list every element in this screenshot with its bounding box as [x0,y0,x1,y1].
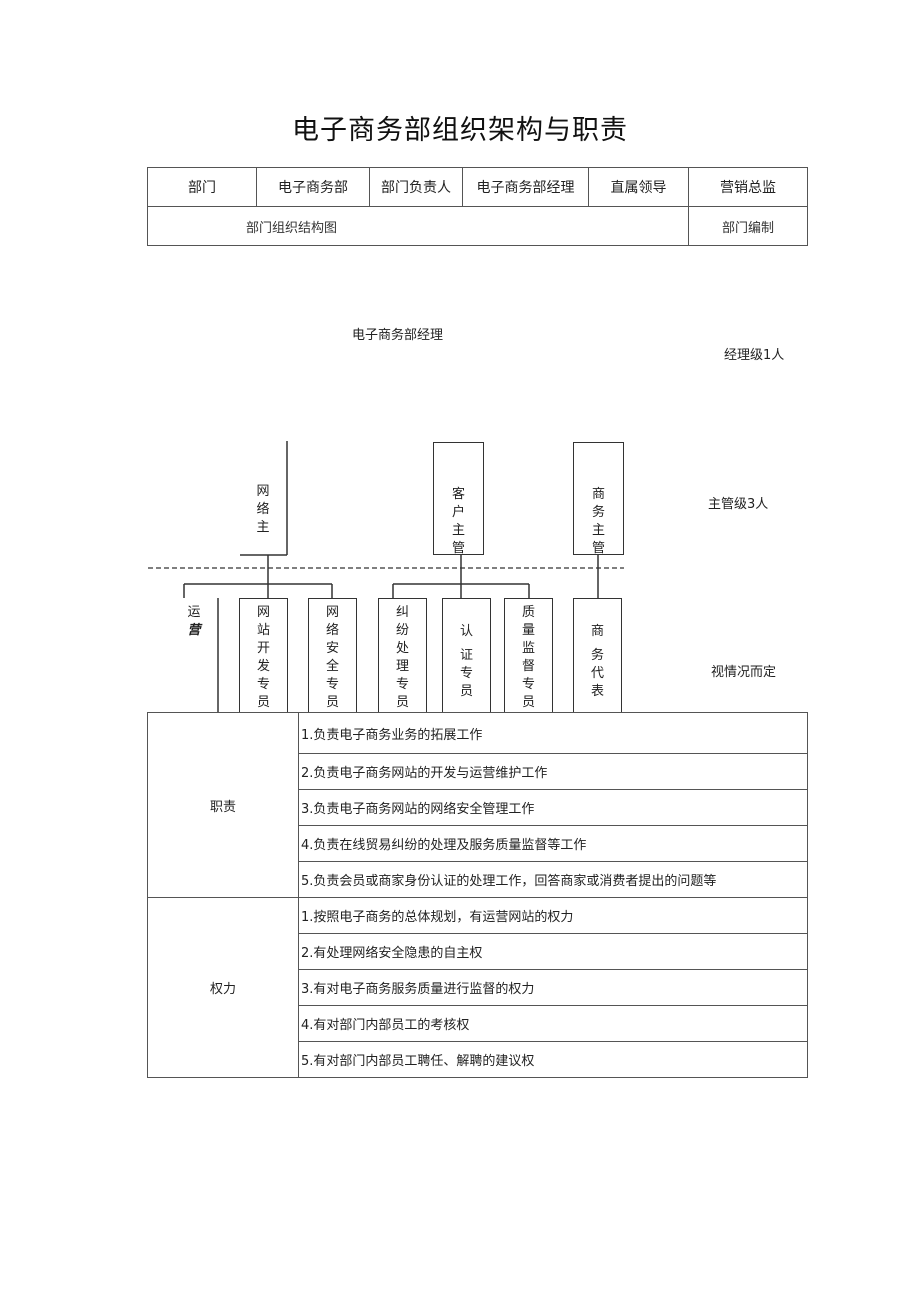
power-item: 2.有处理网络安全隐患的自主权 [298,933,808,970]
power-item: 1.按照电子商务的总体规划，有运营网站的权力 [298,897,808,934]
box-char: 商 [590,624,604,639]
box-char: 安 [325,641,339,656]
box-char: 代 [590,666,604,681]
manager-level: 经理级1人 [724,348,785,363]
staff-box-dispute: 纠 纷 处 理 专 员 [378,598,427,712]
duties-label: 职责 [147,712,299,898]
head-label: 部门负责人 [369,167,463,207]
org-chart-label: 部门组织结构图 [147,206,689,246]
box-char: 主 [591,523,605,538]
box-char: 管 [591,541,605,556]
staff-box-operations: 运 营 [178,598,210,712]
box-char: 纷 [395,623,409,638]
staff-box-web-dev: 网 站 开 发 专 员 [239,598,288,712]
supervisor-box-business: 商 务 主 管 [573,442,624,556]
box-char: 督 [521,659,535,674]
box-char: 专 [395,677,409,692]
box-char: 专 [459,666,473,681]
box-char: 客 [451,487,465,502]
box-char: 络 [325,623,339,638]
supervisor-box-network: 网 络 主 [247,483,279,543]
dept-value: 电子商务部 [256,167,370,207]
manager-label: 电子商务部经理 [352,328,444,343]
box-char: 认 [459,624,473,639]
duty-item: 1.负责电子商务业务的拓展工作 [298,712,808,754]
box-char: 主 [256,520,270,535]
dept-label: 部门 [147,167,257,207]
box-char: 户 [451,505,465,520]
powers-label: 权力 [147,897,299,1078]
box-char: 员 [325,695,339,710]
box-char: 量 [521,623,535,638]
box-char: 务 [590,648,604,663]
box-char: 站 [256,623,270,638]
box-char: 开 [256,641,270,656]
box-char: 网 [256,605,270,620]
box-char: 理 [395,659,409,674]
box-char: 网 [256,484,270,499]
box-char: 员 [256,695,270,710]
box-char: 纠 [395,605,409,620]
box-char: 络 [256,502,270,517]
box-char: 管 [451,541,465,556]
box-char: 运 [187,605,201,620]
duty-item: 4.负责在线贸易纠纷的处理及服务质量监督等工作 [298,825,808,862]
box-char: 专 [256,677,270,692]
box-char: 专 [325,677,339,692]
box-char: 专 [521,677,535,692]
box-char: 监 [521,641,535,656]
box-char: 证 [459,648,473,663]
box-char: 表 [590,684,604,699]
power-item: 3.有对电子商务服务质量进行监督的权力 [298,969,808,1006]
page-title: 电子商务部组织架构与职责 [292,115,628,146]
staff-box-network-security: 网 络 安 全 专 员 [308,598,357,712]
department-info-table: 部门 电子商务部 部门负责人 电子商务部经理 直属领导 营销总监 部门组织结构图… [147,167,808,246]
staff-box-quality: 质 量 监 督 专 员 [504,598,553,712]
duty-item: 2.负责电子商务网站的开发与运营维护工作 [298,753,808,790]
box-char: 质 [521,605,535,620]
staff-box-business-rep: 商 务 代 表 [573,598,622,712]
leader-label: 直属领导 [588,167,689,207]
staff-level: 视情况而定 [711,665,777,680]
box-char: 营 [187,623,201,638]
supervisor-box-customer: 客 户 主 管 [433,442,484,556]
supervisor-level: 主管级3人 [708,497,769,512]
box-char: 主 [451,523,465,538]
box-char: 员 [521,695,535,710]
duty-item: 3.负责电子商务网站的网络安全管理工作 [298,789,808,826]
box-char: 网 [325,605,339,620]
staff-box-certification: 认 证 专 员 [442,598,491,712]
duties-powers-table: 职责 1.负责电子商务业务的拓展工作 2.负责电子商务网站的开发与运营维护工作 … [147,712,808,1078]
duty-item: 5.负责会员或商家身份认证的处理工作，回答商家或消费者提出的问题等 [298,861,808,898]
box-char: 商 [591,487,605,502]
box-char: 处 [395,641,409,656]
staffing-label: 部门编制 [688,206,808,246]
box-char: 员 [459,684,473,699]
box-char: 务 [591,505,605,520]
power-item: 5.有对部门内部员工聘任、解聘的建议权 [298,1041,808,1078]
box-char: 全 [325,659,339,674]
leader-value: 营销总监 [688,167,808,207]
power-item: 4.有对部门内部员工的考核权 [298,1005,808,1042]
box-char: 员 [395,695,409,710]
box-char: 发 [256,659,270,674]
